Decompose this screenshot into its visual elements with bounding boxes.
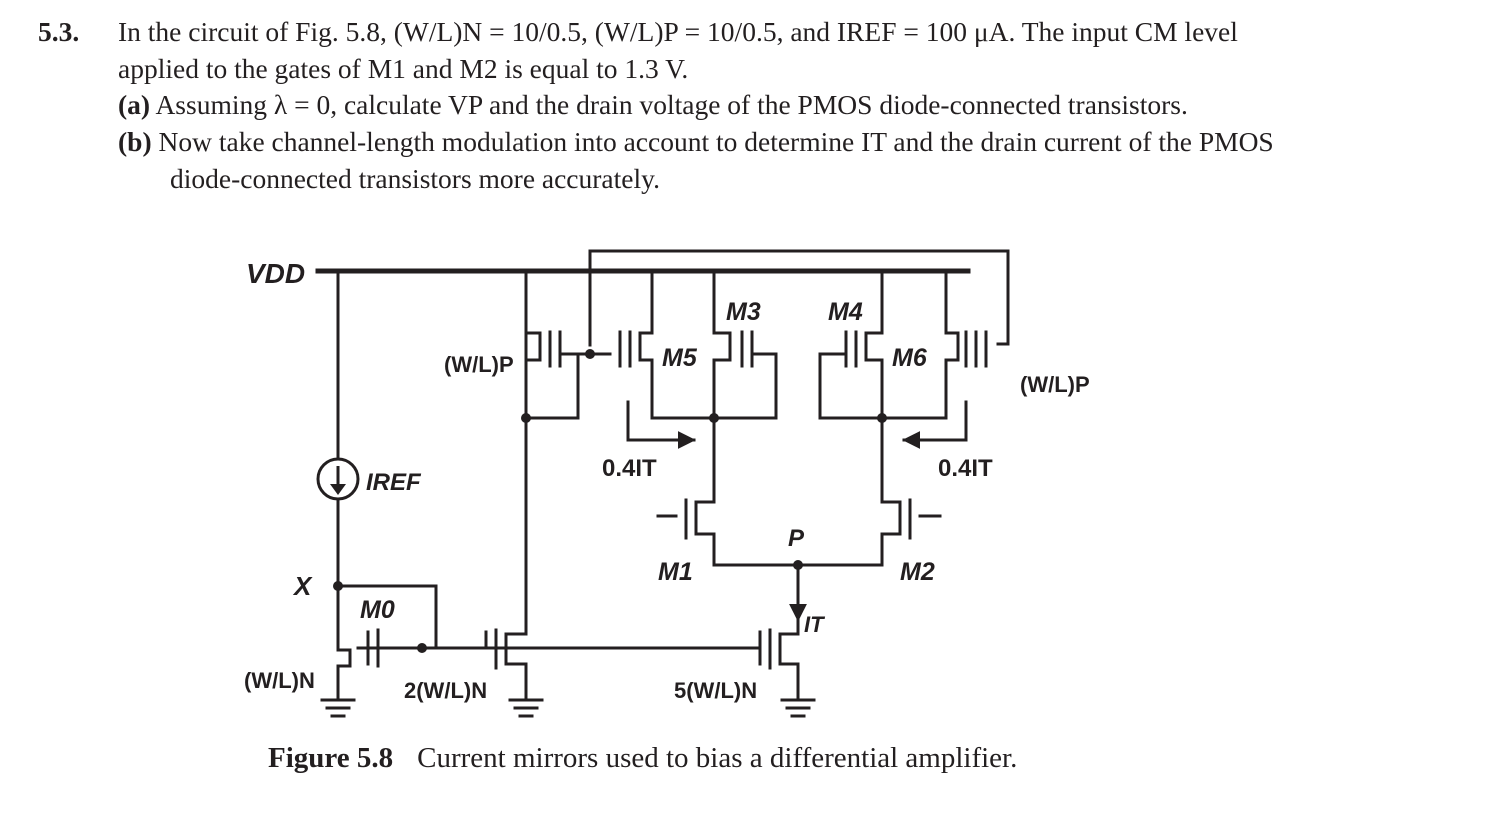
part-a: (a) Assuming λ = 0, calculate VP and the…	[118, 89, 1188, 121]
m3-label: M3	[726, 298, 761, 326]
part-b-text: Now take channel-length modulation into …	[158, 126, 1274, 157]
iref-label: IREF	[366, 469, 422, 496]
m5-label: M5	[662, 344, 698, 372]
node-p-dot	[793, 560, 803, 570]
feedback-wire	[588, 249, 1010, 347]
wl-5n-label: 5(W/L)N	[674, 678, 757, 703]
p-node-label: P	[788, 525, 805, 552]
m4-label: M4	[828, 298, 863, 326]
part-b-continuation: diode-connected transistors more accurat…	[170, 163, 660, 194]
wl-2n-label: 2(W/L)N	[404, 678, 487, 703]
right-current-label: 0.4IT	[938, 455, 993, 482]
part-b-label: (b)	[118, 126, 152, 157]
m2-label: M2	[900, 558, 935, 586]
part-b: (b) Now take channel-length modulation i…	[118, 126, 1274, 158]
vdd-label: VDD	[246, 258, 305, 289]
wl-n-label: (W/L)N	[244, 668, 315, 693]
circuit-diagram: VDD IREF X P M0 M1 M2 M3 M4 M5 M6 IT 0.4…	[244, 249, 1090, 718]
figure-number: Figure 5.8	[268, 742, 394, 774]
m0-label: M0	[360, 596, 395, 624]
problem-statement: 5.3. In the circuit of Fig. 5.8, (W/L)N …	[0, 0, 1501, 210]
m1-label: M1	[658, 558, 693, 586]
part-a-label: (a)	[118, 89, 151, 120]
x-node-label: X	[292, 571, 313, 601]
problem-number: 5.3.	[38, 16, 80, 47]
wl-p-right-label: (W/L)P	[1020, 372, 1090, 397]
left-current-label: 0.4IT	[602, 455, 657, 482]
problem-line-1: In the circuit of Fig. 5.8, (W/L)N = 10/…	[118, 16, 1238, 47]
it-label: IT	[804, 612, 825, 637]
node-x-dot	[333, 581, 343, 591]
figure-caption-text: Current mirrors used to bias a different…	[417, 742, 1018, 774]
part-a-text: Assuming λ = 0, calculate VP and the dra…	[155, 89, 1188, 120]
figure-caption: Figure 5.8 Current mirrors used to bias a…	[268, 742, 1017, 775]
m6-label: M6	[892, 344, 928, 372]
problem-line-2: applied to the gates of M1 and M2 is equ…	[118, 53, 689, 84]
wl-p-left-label: (W/L)P	[444, 352, 514, 377]
